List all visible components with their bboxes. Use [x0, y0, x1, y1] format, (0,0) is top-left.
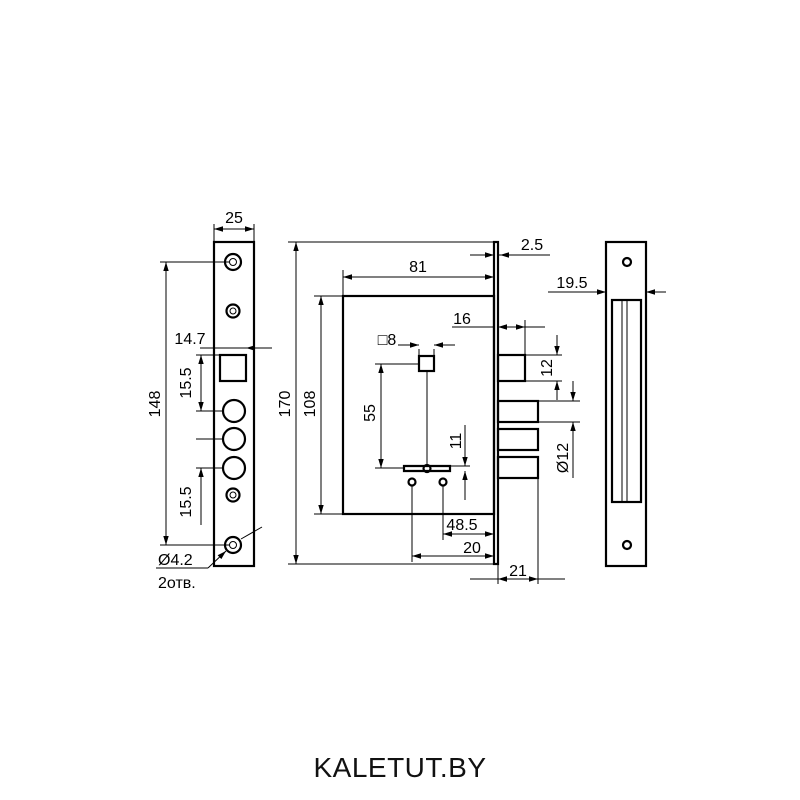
keyhole-slot — [402, 464, 452, 473]
dim-hole-diameter: Ø4.2 — [158, 552, 193, 569]
bolt-hole-3 — [221, 455, 247, 481]
dim-hole-offset: 20 — [463, 540, 481, 557]
dim-case-height: 108 — [302, 391, 319, 418]
dead-bolt-1 — [496, 399, 540, 424]
strike-plate-outline — [604, 240, 648, 568]
dim-upper-pitch: 15.5 — [178, 367, 195, 398]
mounting-hole-upper — [225, 303, 241, 319]
dead-bolt-3 — [496, 455, 540, 480]
dim-bolt-throw: 21 — [509, 563, 527, 580]
dim-lower-pitch: 15.5 — [178, 486, 195, 517]
brand-label: KALETUT.BY — [313, 752, 487, 783]
dead-bolt-2 — [496, 427, 540, 452]
dim-faceplate-width: 25 — [225, 210, 243, 227]
dim-strike-depth: 19.5 — [556, 275, 587, 292]
lock-case — [341, 294, 496, 516]
dim-overall-height: 170 — [277, 391, 294, 418]
strike-hole-top — [621, 256, 633, 268]
dim-backset: 81 — [409, 259, 427, 276]
dim-hole-span: 148 — [147, 391, 164, 418]
faceplate-outline — [212, 240, 256, 568]
case-hole-right — [438, 477, 448, 487]
dim-latch-projection: 16 — [453, 311, 471, 328]
dim-spindle-square: □8 — [378, 332, 397, 349]
dim-keyhole: 11 — [448, 433, 465, 450]
dim-centre-distance: 48.5 — [446, 517, 477, 534]
dim-spindle-to-key: 55 — [362, 404, 379, 422]
mounting-hole-lower — [225, 487, 241, 503]
dim-hole-count: 2отв. — [158, 575, 196, 592]
dim-latch-height: 12 — [539, 359, 556, 377]
bolt-hole-2 — [221, 426, 247, 452]
case-hole-left — [407, 477, 417, 487]
dim-cutout-offset: 14.7 — [174, 331, 205, 348]
strike-hole-bottom — [621, 539, 633, 551]
strike-plate-view: 19.5 — [548, 240, 666, 568]
latch-bolt — [496, 353, 527, 383]
lock-body-view: 170 108 81 2.5 □8 55 11 — [277, 237, 580, 584]
dim-plate-thickness: 2.5 — [521, 237, 543, 254]
spindle-square — [417, 354, 436, 373]
keyhole-center — [422, 463, 432, 474]
faceplate-view: 25 148 14.7 15.5 15.5 Ø4.2 2отв. — [147, 210, 272, 592]
dim-bolt-diameter: Ø12 — [555, 443, 572, 473]
latch-cutout — [218, 353, 248, 383]
bolt-hole-1 — [221, 398, 247, 424]
